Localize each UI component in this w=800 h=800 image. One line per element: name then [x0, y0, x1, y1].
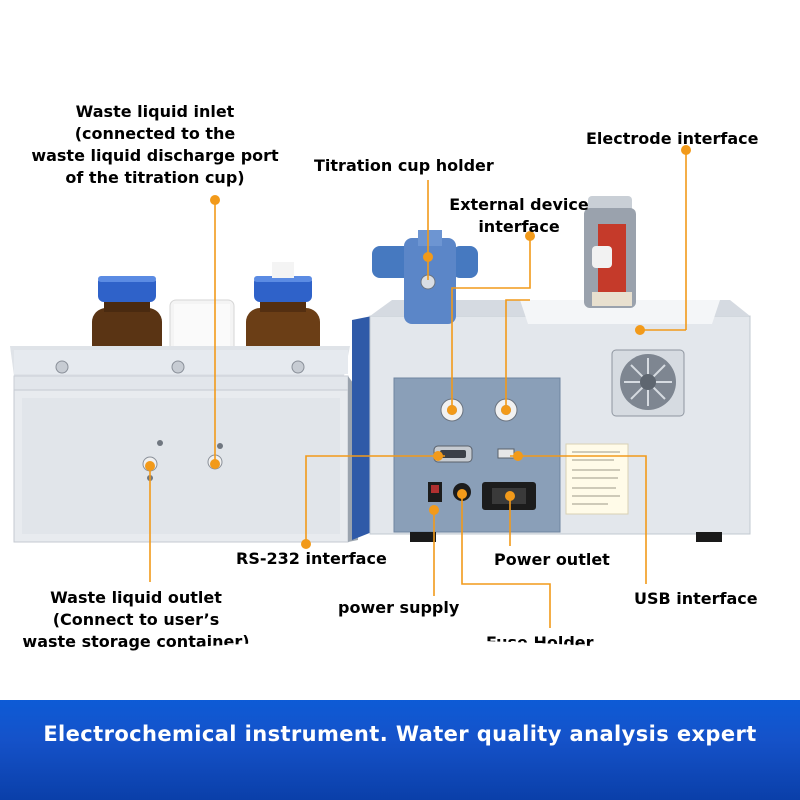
tagline-text: Electrochemical instrument. Water qualit…	[43, 722, 757, 746]
external-device-line-2: interface	[478, 217, 560, 236]
waste-inlet-line-1: Waste liquid inlet	[75, 102, 235, 121]
leader-lines	[149, 150, 687, 628]
waste-outlet-line-2: (Connect to user’s	[52, 610, 220, 629]
white-bottle	[169, 299, 235, 357]
power-supply-label: power supply	[338, 598, 460, 617]
waste-inlet-line-3: waste liquid discharge port	[31, 146, 279, 165]
waste-inlet-line-4: of the titration cup)	[65, 168, 245, 187]
waste-inlet-label: Waste liquid inlet (connected to the was…	[0, 101, 310, 189]
reagent-bottle-right	[246, 262, 320, 360]
tagline-banner-fill	[0, 700, 800, 800]
external-device-interface-label: External device interface	[424, 194, 614, 238]
electrode-interface-label: Electrode interface	[586, 129, 759, 148]
power-outlet-label: Power outlet	[494, 550, 610, 569]
waste-outlet-line-1: Waste liquid outlet	[50, 588, 222, 607]
titration-cup-holder-label: Titration cup holder	[314, 156, 494, 175]
waste-inlet-line-2: (connected to the	[74, 124, 236, 143]
instrument-illustration	[10, 145, 751, 628]
external-device-line-1: External device	[449, 195, 589, 214]
rs232-interface-label: RS-232 interface	[236, 549, 387, 568]
usb-interface-label: USB interface	[634, 589, 758, 608]
waste-outlet-label: Waste liquid outlet (Connect to user’s w…	[0, 587, 272, 653]
